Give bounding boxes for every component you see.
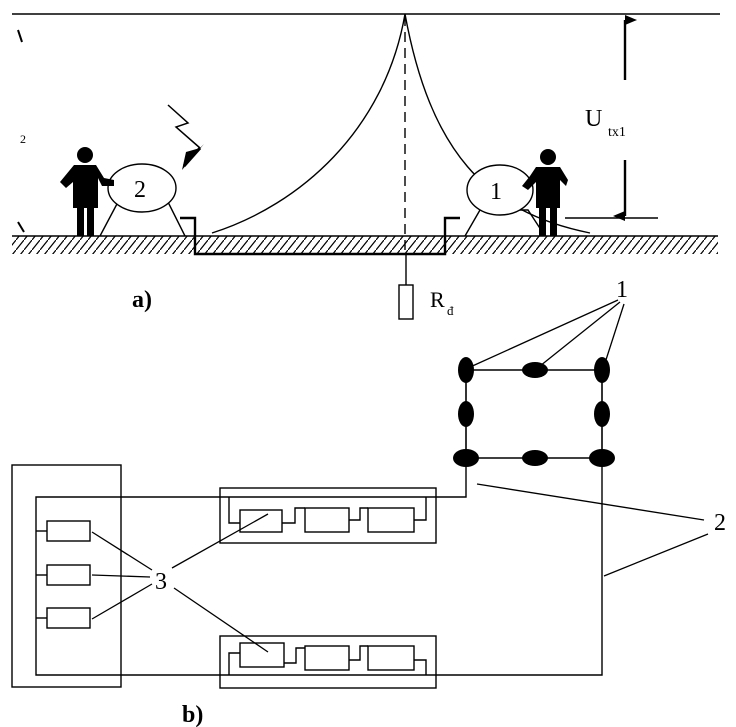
caption-a: a) xyxy=(132,287,152,313)
callout-2: 2 xyxy=(714,510,726,536)
electrode xyxy=(522,450,548,466)
equipment-2: 2 xyxy=(99,163,186,237)
callout-2-leaders xyxy=(476,483,709,577)
caption-b: b) xyxy=(182,702,203,727)
callout-1: 1 xyxy=(616,277,628,303)
ground-hatch xyxy=(12,236,718,254)
electrode-grid xyxy=(465,369,603,459)
callout-3-leaders xyxy=(91,513,269,653)
resistor-subscript: đ xyxy=(447,303,454,318)
panel-resistors xyxy=(36,520,91,629)
resistor-rd xyxy=(398,284,414,320)
svg-text:1: 1 xyxy=(490,179,502,205)
equipment-1: 1 xyxy=(464,164,546,237)
callout-1-leaders xyxy=(467,299,625,369)
ground-electrode xyxy=(180,216,460,256)
part-a: 2 R đ 2 xyxy=(12,13,720,320)
left-edge-marks: 2 xyxy=(17,29,26,233)
electrode xyxy=(458,357,474,383)
person-left-icon xyxy=(60,147,114,236)
utx-subscript: tx1 xyxy=(608,125,626,140)
callout-3: 3 xyxy=(155,569,167,595)
equipment-group-top xyxy=(219,487,437,544)
svg-text:2: 2 xyxy=(134,177,146,203)
resistor-label: R xyxy=(430,287,445,312)
electrode xyxy=(594,357,610,383)
electrode xyxy=(458,401,474,427)
lightning-icon xyxy=(167,104,201,149)
equipment-group-bottom xyxy=(219,635,437,689)
part-b: 1 xyxy=(11,277,726,727)
person-right-icon xyxy=(522,149,568,236)
svg-text:2: 2 xyxy=(20,132,26,146)
utx-label: U xyxy=(585,106,602,132)
electrodes xyxy=(453,357,615,467)
electrode xyxy=(522,362,548,378)
ground-cable xyxy=(35,458,603,676)
electrode xyxy=(594,401,610,427)
potential-curve-left xyxy=(211,13,406,234)
